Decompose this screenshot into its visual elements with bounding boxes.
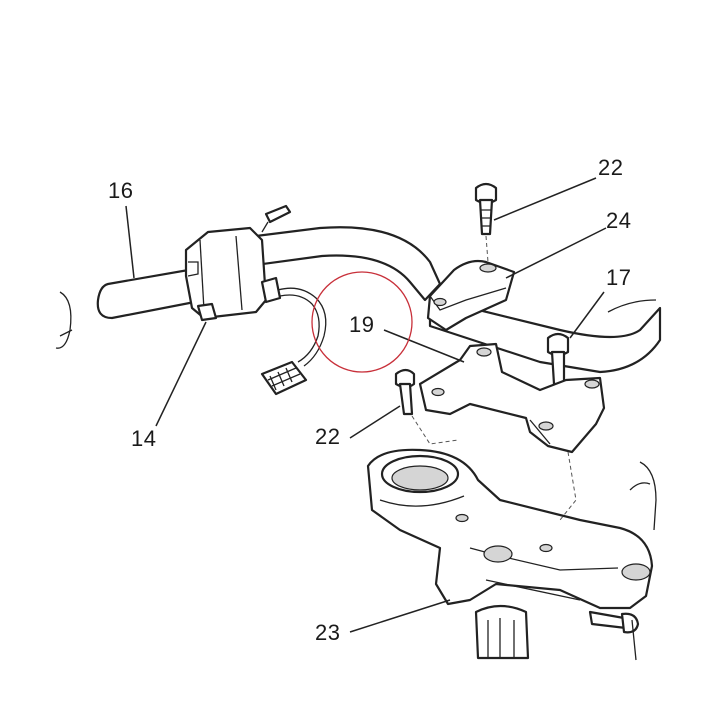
callout-22-top: 22 (598, 155, 624, 180)
lower-clamp-19 (418, 342, 606, 454)
leader-lines (125, 177, 607, 633)
bolt-22-top (474, 182, 498, 263)
handlebar-16 (55, 226, 662, 374)
callout-24: 24 (606, 208, 632, 233)
alignment-guide (559, 451, 577, 521)
callout-14: 14 (131, 426, 157, 451)
upper-clamp-24 (426, 259, 516, 332)
callout-16: 16 (108, 178, 134, 203)
callout-22-lower: 22 (315, 424, 341, 449)
switch-housing-14 (184, 204, 292, 322)
wire-harness (260, 287, 327, 396)
bolt-22-lower (394, 368, 459, 445)
highlight-circle (311, 271, 413, 373)
callout-23: 23 (315, 620, 341, 645)
triple-clamp-23 (366, 448, 657, 661)
bolt-17 (546, 332, 570, 421)
callout-19: 19 (349, 312, 375, 337)
callout-17: 17 (606, 265, 632, 290)
